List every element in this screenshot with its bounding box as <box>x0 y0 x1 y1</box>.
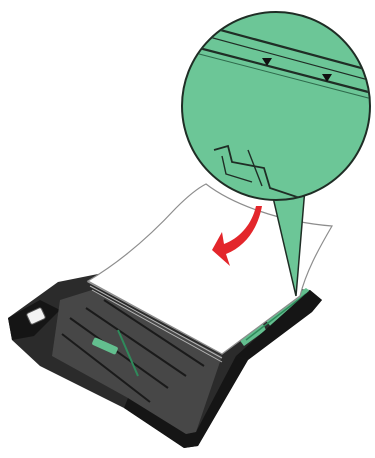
callout-circle <box>182 12 370 200</box>
